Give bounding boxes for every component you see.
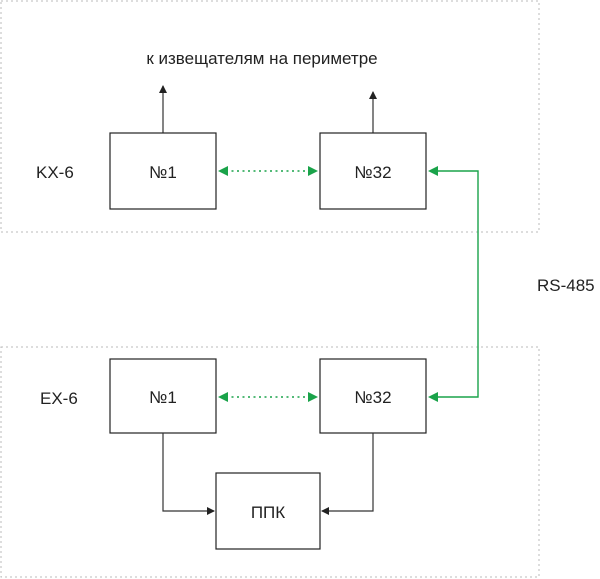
ex-group-label: EX-6 — [40, 389, 78, 408]
rs485-arrow-bottom — [428, 392, 438, 402]
ex-chain-arrow-left — [218, 392, 228, 402]
kx-module-1-label: №1 — [149, 163, 177, 182]
kx-chain-arrow-left — [218, 166, 228, 176]
kx-module-32 — [319, 132, 427, 210]
ppk-panel — [215, 472, 321, 550]
ex-module-32-label: №32 — [354, 388, 391, 407]
ppk-label: ППК — [251, 503, 285, 522]
kx-group-label: KX-6 — [36, 163, 74, 182]
ex32-to-ppk-wire — [321, 433, 374, 515]
rs485-arrow-top — [428, 166, 438, 176]
kx-module-1 — [109, 132, 217, 210]
ex-module-1-label: №1 — [149, 388, 177, 407]
rs485-bus-line — [436, 170, 479, 398]
perimeter-caption: к извещателям на периметре — [146, 49, 377, 68]
kx-module-32-label: №32 — [354, 163, 391, 182]
ex-chain-arrow-right — [308, 392, 318, 402]
ex-module-32 — [319, 358, 427, 434]
rs485-label: RS-485 — [537, 276, 595, 295]
ex-zone-frame — [0, 346, 540, 578]
ex1-to-ppk-wire — [162, 433, 215, 515]
kx-chain-arrow-right — [308, 166, 318, 176]
kx-zone-frame — [0, 0, 540, 233]
ex-module-1 — [109, 358, 217, 434]
